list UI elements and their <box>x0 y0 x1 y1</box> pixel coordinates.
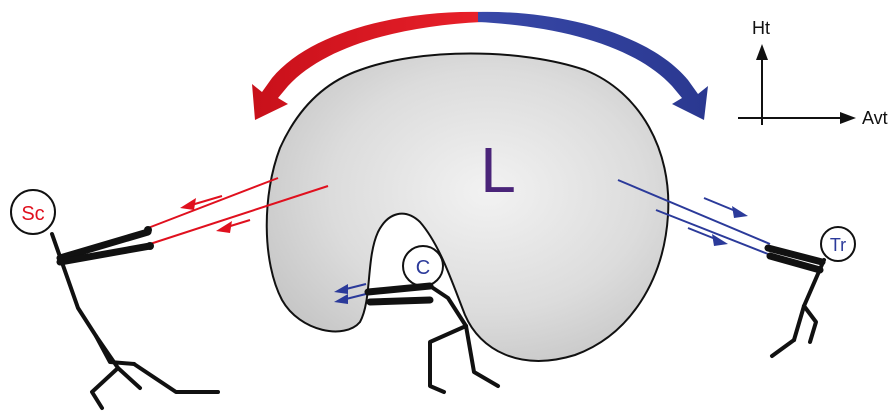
figure-c: C <box>364 245 500 394</box>
center-pull-arrows <box>334 283 367 304</box>
figure-c-label: C <box>416 257 430 279</box>
figure-sc-head <box>10 189 56 235</box>
rotation-arrow <box>252 11 708 121</box>
rotation-arrow-blue-half <box>478 11 708 121</box>
axis-vertical-label: Ht <box>752 18 770 38</box>
figure-tr-label: Tr <box>830 235 846 255</box>
rotation-arrow-red-half <box>252 11 482 120</box>
figure-sc: Sc <box>10 189 220 410</box>
right-pull-lines <box>617 179 771 255</box>
axes-indicator: Ht Avt <box>738 18 888 128</box>
body-shape <box>265 52 670 362</box>
body-label: L <box>480 134 516 206</box>
figure-sc-label: Sc <box>21 203 44 225</box>
figure-tr: Tr <box>764 226 856 358</box>
axis-horizontal-label: Avt <box>862 108 888 128</box>
figure-tr-head <box>820 226 856 262</box>
left-pull-lines <box>147 177 329 245</box>
